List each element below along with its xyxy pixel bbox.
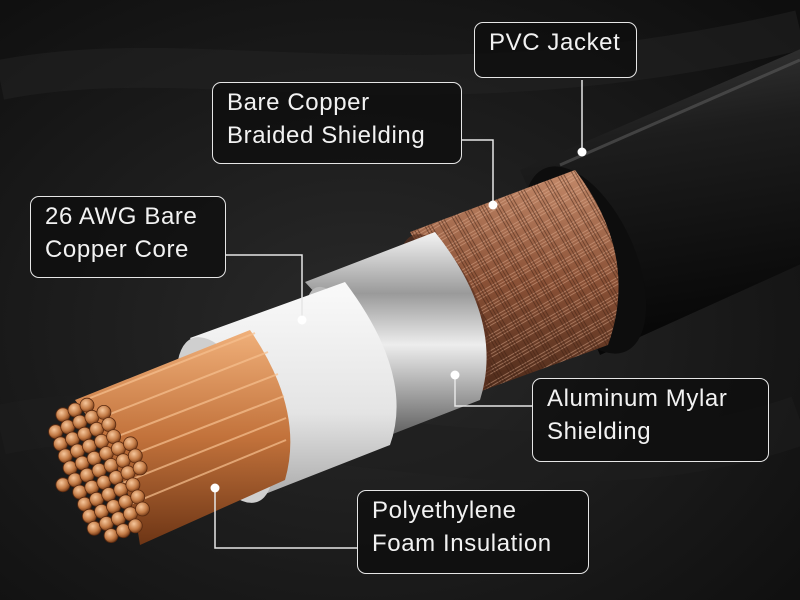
callout-aluminum-mylar-line1: Aluminum Mylar — [547, 385, 728, 412]
callout-copper-core-line2: Copper Core — [45, 236, 190, 263]
leader-braid — [462, 139, 494, 205]
callout-aluminum-mylar: Aluminum Mylar Shielding — [532, 378, 769, 462]
leader-foam — [214, 488, 357, 549]
callout-foam-insulation-line1: Polyethylene — [372, 497, 517, 524]
marker-core — [297, 315, 307, 325]
callout-foam-insulation: Polyethylene Foam Insulation — [357, 490, 589, 574]
leader-lines — [214, 80, 583, 549]
leader-core — [226, 254, 303, 320]
copper-strand-end — [135, 501, 150, 517]
callout-foam-insulation-line2: Foam Insulation — [372, 530, 552, 557]
marker-foam — [210, 483, 220, 493]
callout-pvc-jacket-line1: PVC Jacket — [489, 29, 621, 56]
marker-pvc-jacket — [577, 147, 587, 157]
copper-strand-end — [127, 518, 143, 534]
callout-copper-core-line1: 26 AWG Bare — [45, 203, 198, 230]
copper-core-strands — [48, 330, 291, 545]
marker-braid — [488, 200, 498, 210]
marker-mylar — [450, 370, 460, 380]
callout-braided-shielding-line2: Braided Shielding — [227, 122, 426, 149]
copper-strand-end — [132, 460, 148, 476]
callout-copper-core: 26 AWG Bare Copper Core — [30, 196, 226, 278]
callout-aluminum-mylar-line2: Shielding — [547, 418, 652, 445]
callout-braided-shielding: Bare Copper Braided Shielding — [212, 82, 462, 164]
leader-mylar — [454, 375, 533, 407]
callout-pvc-jacket: PVC Jacket — [474, 22, 637, 78]
callout-braided-shielding-line1: Bare Copper — [227, 89, 370, 116]
